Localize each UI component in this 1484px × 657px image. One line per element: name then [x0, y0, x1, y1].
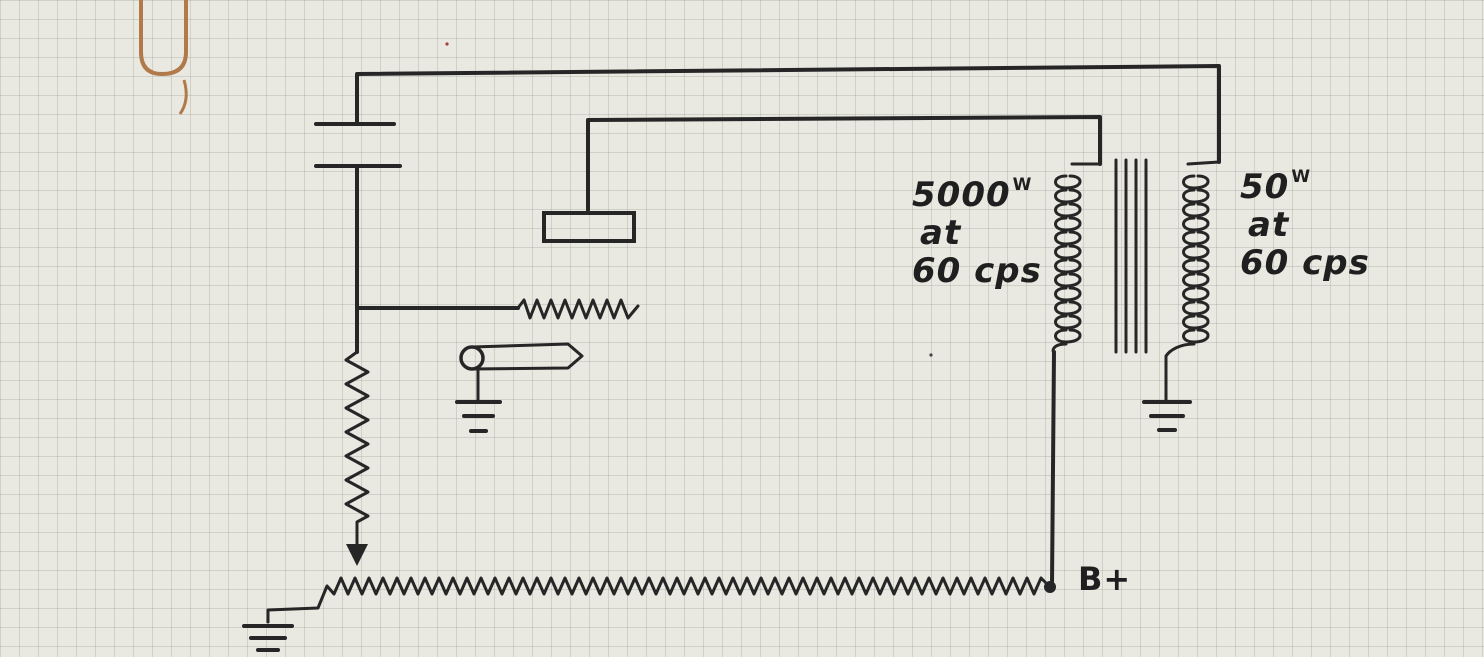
wire-top	[355, 64, 1221, 164]
ground-symbol-bottom	[242, 624, 294, 652]
primary-power: 5000	[912, 175, 1011, 215]
arrow-head	[346, 544, 368, 566]
primary-at: at	[920, 213, 962, 253]
secondary-frequency: 60 cps	[1240, 243, 1370, 283]
wire-primary-to-bplus	[1050, 350, 1056, 586]
secondary-power: 50	[1240, 167, 1290, 207]
primary-frequency: 60 cps	[912, 251, 1042, 291]
capacitor-symbol	[314, 122, 402, 168]
plate-electrode	[542, 211, 636, 243]
secondary-at: at	[1248, 205, 1290, 245]
ground-symbol-secondary	[1142, 400, 1192, 432]
cathode-element	[459, 342, 584, 402]
paper-clip	[139, 0, 188, 77]
transformer-primary-coil	[1051, 162, 1102, 354]
wire-plate	[586, 115, 1102, 212]
secondary-power-unit: W	[1291, 167, 1312, 187]
ground-symbol-cathode	[455, 400, 502, 433]
transformer-secondary-coil	[1164, 160, 1221, 402]
bplus-label: B+	[1078, 560, 1132, 598]
stray-mark	[445, 42, 449, 46]
transformer-core	[1114, 158, 1148, 354]
resistor-horizontal	[516, 298, 640, 320]
paper-clip-tail	[178, 79, 188, 115]
stray-mark	[929, 353, 933, 357]
resistor-bottom	[266, 576, 1052, 624]
primary-power-unit: W	[1012, 175, 1033, 195]
resistor-vertical	[344, 350, 370, 550]
